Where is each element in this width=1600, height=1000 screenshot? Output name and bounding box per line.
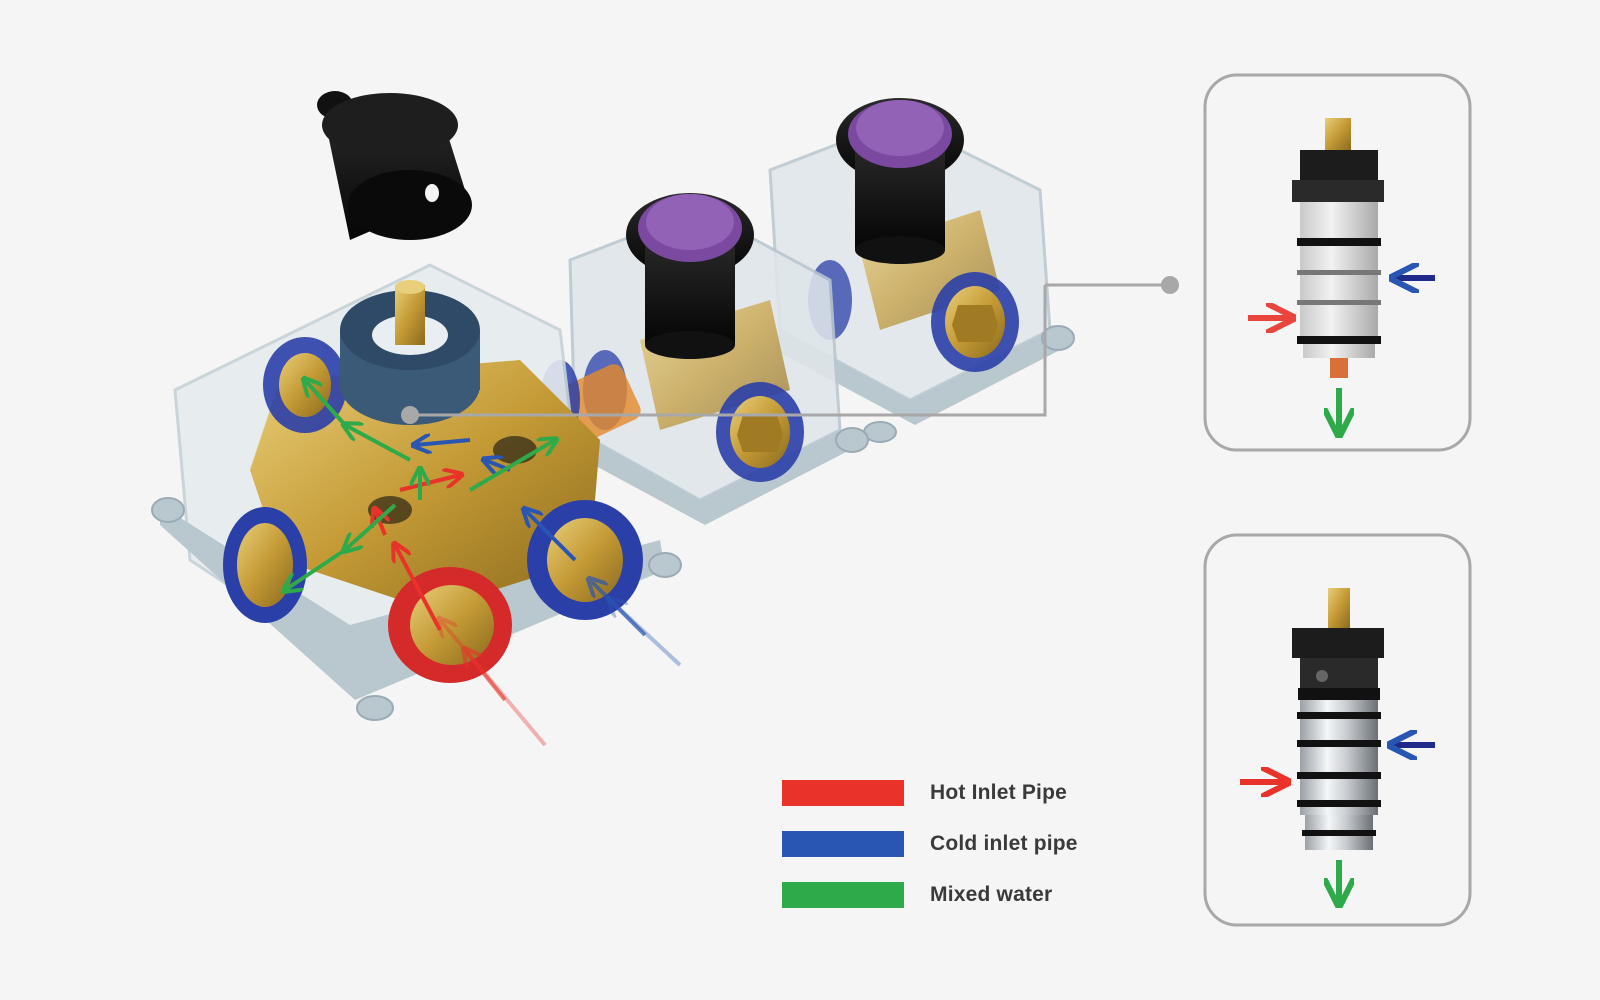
legend-label-mixed: Mixed water — [930, 883, 1053, 906]
legend-label-hot: Hot Inlet Pipe — [930, 781, 1067, 804]
legend-item-cold: Cold inlet pipe — [782, 831, 1202, 857]
legend-label-cold: Cold inlet pipe — [930, 832, 1078, 855]
main-valve-housing — [151, 263, 682, 721]
legend-swatch-mixed — [782, 882, 904, 908]
legend-swatch-cold — [782, 831, 904, 857]
cartridge-panel-bottom — [1203, 533, 1472, 927]
chrome-cartridge-icon — [1292, 588, 1384, 850]
hot-flow-arrows — [375, 475, 547, 747]
thermostatic-cartridge-icon — [1292, 118, 1384, 378]
callout-lines — [401, 276, 1179, 424]
cold-flow-arrows — [415, 440, 682, 667]
control-knob-icon — [317, 91, 472, 240]
legend-swatch-hot — [782, 780, 904, 806]
cartridge-panel-top — [1203, 73, 1472, 452]
legend-item-mixed: Mixed water — [782, 882, 1202, 908]
mixed-flow-arrows — [285, 380, 555, 590]
legend: Hot Inlet Pipe Cold inlet pipe Mixed wat… — [782, 780, 1202, 933]
legend-item-hot: Hot Inlet Pipe — [782, 780, 1202, 806]
stop-valve-housing-2 — [768, 98, 1075, 443]
